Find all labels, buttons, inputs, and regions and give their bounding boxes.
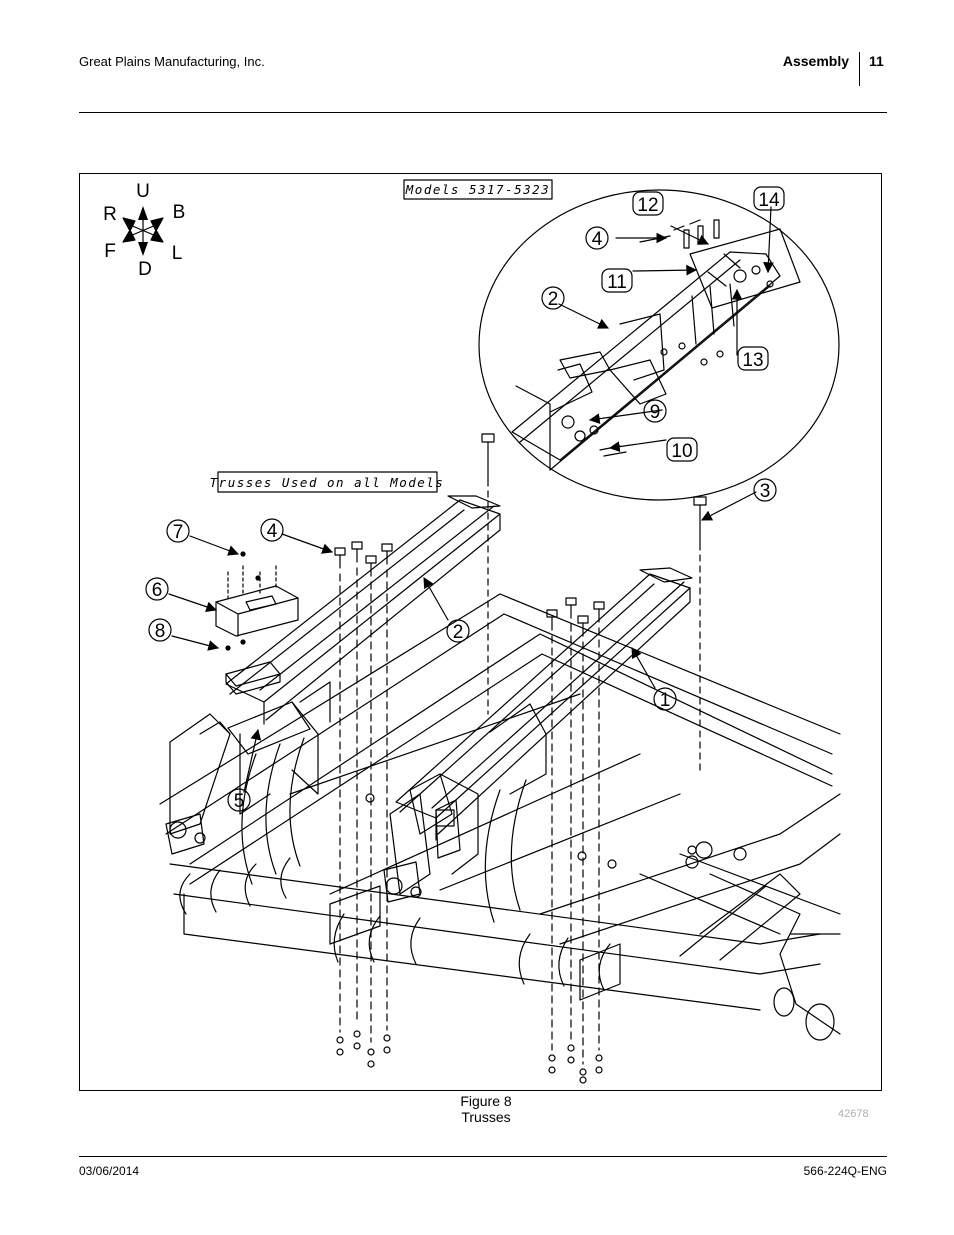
trusses-note: Trusses Used on all Models: [210, 471, 445, 493]
callout-5: 5: [227, 788, 251, 812]
footer-date: 03/06/2014: [79, 1164, 140, 1178]
footer-doc-number: 566-224Q-ENG: [803, 1164, 887, 1178]
svg-text:9: 9: [650, 402, 661, 423]
svg-text:8: 8: [155, 621, 166, 642]
svg-text:3: 3: [760, 481, 771, 502]
svg-text:2: 2: [548, 289, 559, 310]
svg-text:10: 10: [671, 441, 692, 462]
page-number: 11: [869, 53, 884, 69]
compass-back-label: B: [173, 202, 186, 223]
models-note-text: Models 5317-5323: [405, 182, 550, 197]
svg-text:2: 2: [453, 622, 464, 643]
mount-plate-assembly: [215, 551, 299, 695]
section-title: Assembly: [782, 53, 849, 69]
callout-2: 2: [446, 619, 470, 643]
svg-text:6: 6: [152, 580, 163, 601]
figure-number: Figure 8: [460, 1093, 512, 1109]
truss-left: [165, 495, 501, 855]
figure-frame: U R B F L D Models 5317-5323 Trusses Use…: [79, 173, 882, 1091]
svg-text:11: 11: [607, 272, 627, 293]
company-name: Great Plains Manufacturing, Inc.: [79, 54, 265, 69]
callout-10: 10: [666, 437, 698, 462]
implement-frame: [159, 593, 841, 1041]
tine-shanks: [179, 737, 611, 991]
hardware-bolts: [334, 433, 707, 1084]
compass-front-label: F: [104, 241, 116, 262]
svg-text:4: 4: [592, 229, 603, 250]
callout-6: 6: [145, 577, 169, 601]
svg-text:12: 12: [637, 195, 658, 216]
callout-3: 3: [753, 478, 777, 502]
direction-compass: U R B F L D: [103, 181, 185, 280]
detail-view: [478, 189, 840, 501]
header-rule: [79, 112, 887, 113]
callout-labels: 12 14 4 11 2 13: [145, 186, 785, 812]
compass-down-label: D: [138, 259, 152, 280]
compass-right-label: R: [103, 204, 117, 225]
callout-2-detail: 2: [541, 286, 565, 310]
svg-text:1: 1: [660, 690, 671, 711]
figure-id: 42678: [838, 1108, 869, 1120]
trusses-drawing: U R B F L D Models 5317-5323 Trusses Use…: [103, 179, 841, 1084]
compass-up-label: U: [136, 181, 150, 202]
callout-13: 13: [737, 346, 769, 371]
callout-9: 9: [643, 399, 667, 423]
svg-text:4: 4: [267, 521, 278, 542]
callout-4-detail: 4: [585, 226, 609, 250]
svg-text:7: 7: [173, 522, 184, 543]
svg-text:13: 13: [742, 350, 763, 371]
callout-11: 11: [601, 268, 633, 293]
callout-7: 7: [166, 519, 190, 543]
svg-text:5: 5: [234, 791, 245, 812]
header-separator: [859, 52, 860, 86]
callout-leaders: [168, 206, 774, 793]
truss-center: [383, 567, 693, 903]
callout-8: 8: [148, 618, 172, 642]
models-note: Models 5317-5323: [403, 179, 553, 200]
footer-rule: [79, 1156, 887, 1157]
svg-text:14: 14: [758, 190, 780, 211]
figure-caption: Figure 8 Trusses: [386, 1093, 586, 1125]
callout-12: 12: [632, 191, 664, 216]
compass-left-label: L: [172, 243, 183, 264]
callout-1: 1: [653, 687, 677, 711]
trusses-note-text: Trusses Used on all Models: [210, 475, 445, 490]
callout-4: 4: [260, 518, 284, 542]
figure-title: Trusses: [461, 1109, 511, 1125]
callout-14: 14: [753, 186, 785, 211]
